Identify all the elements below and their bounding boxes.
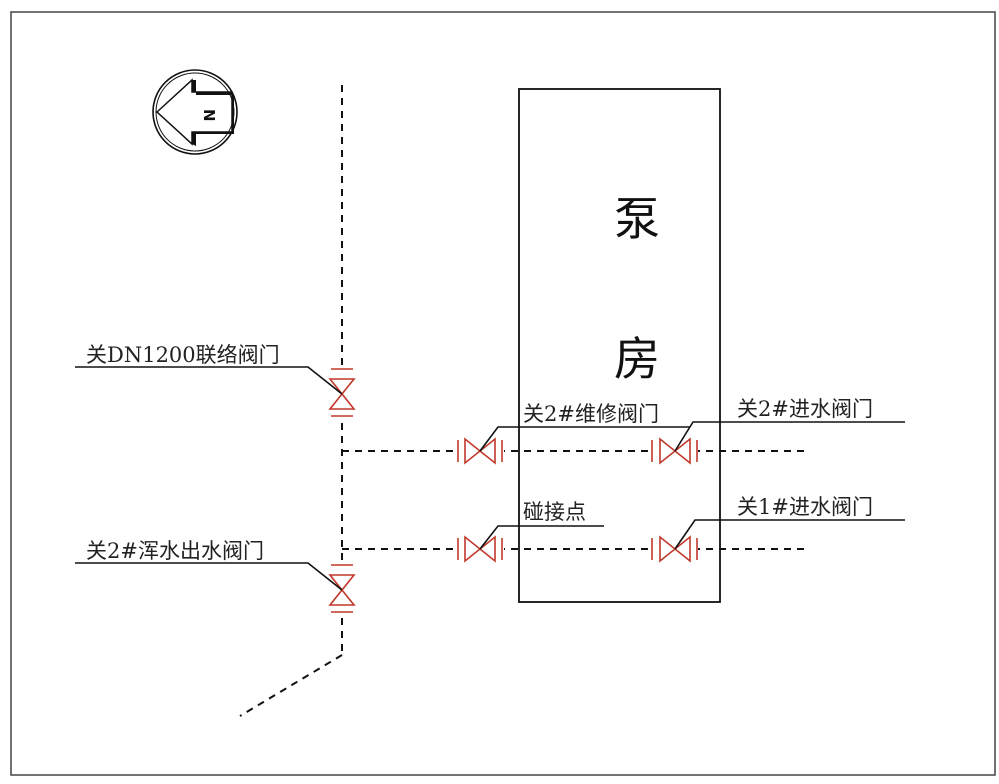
pump-house-label-1: 泵: [614, 192, 660, 246]
leader-inlet-2: [674, 421, 905, 452]
leader-turbid-outlet: [75, 562, 343, 591]
valve-dn1200[interactable]: [328, 368, 356, 418]
label-maintenance-2: 关2#维修阀门: [523, 402, 659, 426]
valve-inlet-2[interactable]: [651, 437, 698, 465]
leader-maintenance-2: [479, 426, 690, 452]
leader-tie-in: [479, 525, 604, 550]
label-inlet-2: 关2#进水阀门: [737, 397, 873, 421]
pump-house: [518, 88, 721, 603]
valve-inlet-1[interactable]: [651, 535, 698, 563]
compass-letter: N: [200, 109, 218, 122]
main-pipe-branch: [239, 654, 343, 717]
label-inlet-1: 关1#进水阀门: [737, 495, 873, 519]
label-turbid-outlet: 关2#浑水出水阀门: [86, 539, 264, 563]
pump-house-label-2: 房: [614, 332, 660, 386]
north-arrow-icon: N: [152, 69, 238, 155]
leader-dn1200: [75, 366, 343, 395]
label-tie-in: 碰接点: [523, 500, 586, 524]
drawing-frame: [10, 11, 996, 776]
leader-inlet-1: [674, 519, 905, 550]
label-dn1200: 关DN1200联络阀门: [86, 343, 280, 367]
